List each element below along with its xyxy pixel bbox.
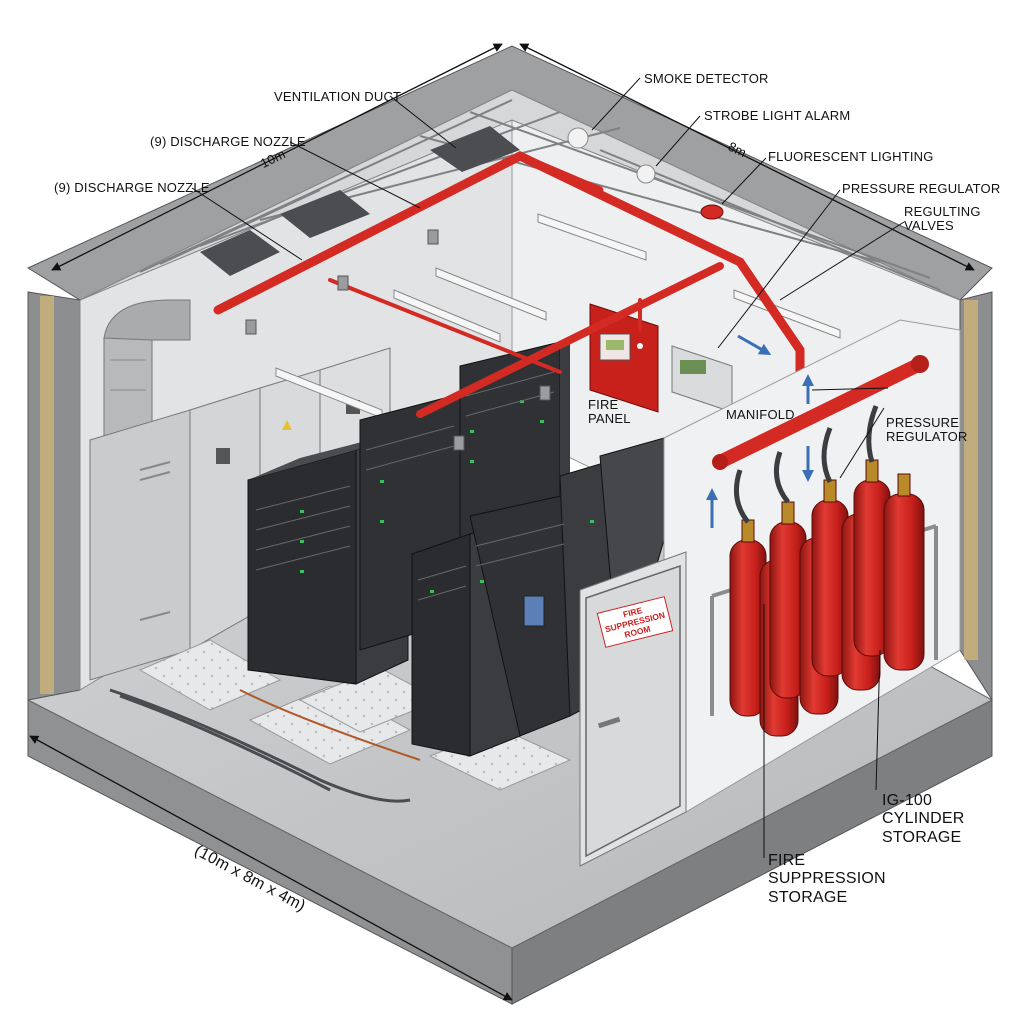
smoke-detector <box>567 127 589 149</box>
label-fire-suppression-storage: FIRE SUPPRESSION STORAGE <box>768 852 886 906</box>
cylinder <box>729 519 767 717</box>
label-regulating-valves: REGULTING VALVES <box>904 204 981 233</box>
left-wall-insulation <box>40 296 54 694</box>
cylinder-hoses <box>733 405 879 524</box>
right-wall-insulation <box>964 300 978 660</box>
ig100-cylinders <box>729 459 925 737</box>
rack-status-leds <box>300 400 594 593</box>
leader-lines <box>191 77 905 858</box>
cylinder <box>769 501 807 699</box>
rack-server-slots <box>255 371 565 601</box>
label-discharge-nozzle-lower: (9) DISCHARGE NOZZLE <box>54 180 210 195</box>
label-discharge-nozzle-upper: (9) DISCHARGE NOZZLE <box>150 134 306 149</box>
manifold <box>712 355 929 470</box>
strobe-alarm <box>700 204 724 220</box>
label-manifold: MANIFOLD <box>726 407 795 422</box>
dimension-lines <box>29 43 975 1001</box>
cylinder <box>883 473 925 671</box>
smoke-detector-2 <box>636 164 656 184</box>
label-fire-panel: FIRE PANEL <box>588 397 631 426</box>
label-smoke-detector: SMOKE DETECTOR <box>644 71 769 86</box>
dim-line-10m <box>51 43 503 271</box>
dim-line-8m <box>519 43 975 271</box>
pressure-regulator-controller <box>671 345 733 413</box>
ventilation-duct <box>103 299 191 439</box>
label-pressure-regulator-top: PRESSURE REGULATOR <box>842 181 1001 196</box>
flow-arrows <box>706 334 814 528</box>
label-strobe-light-alarm: STROBE LIGHT ALARM <box>704 108 851 123</box>
label-fluorescent-lighting: FLUORESCENT LIGHTING <box>768 149 934 164</box>
door-handle <box>597 716 621 729</box>
dim-line-overall <box>29 735 513 1001</box>
label-pressure-regulator-side: PRESSURE REGULATOR <box>886 415 968 444</box>
label-ig100-cylinder-storage: IG-100 CYLINDER STORAGE <box>882 792 965 846</box>
label-ventilation-duct: VENTILATION DUCT <box>274 89 402 104</box>
